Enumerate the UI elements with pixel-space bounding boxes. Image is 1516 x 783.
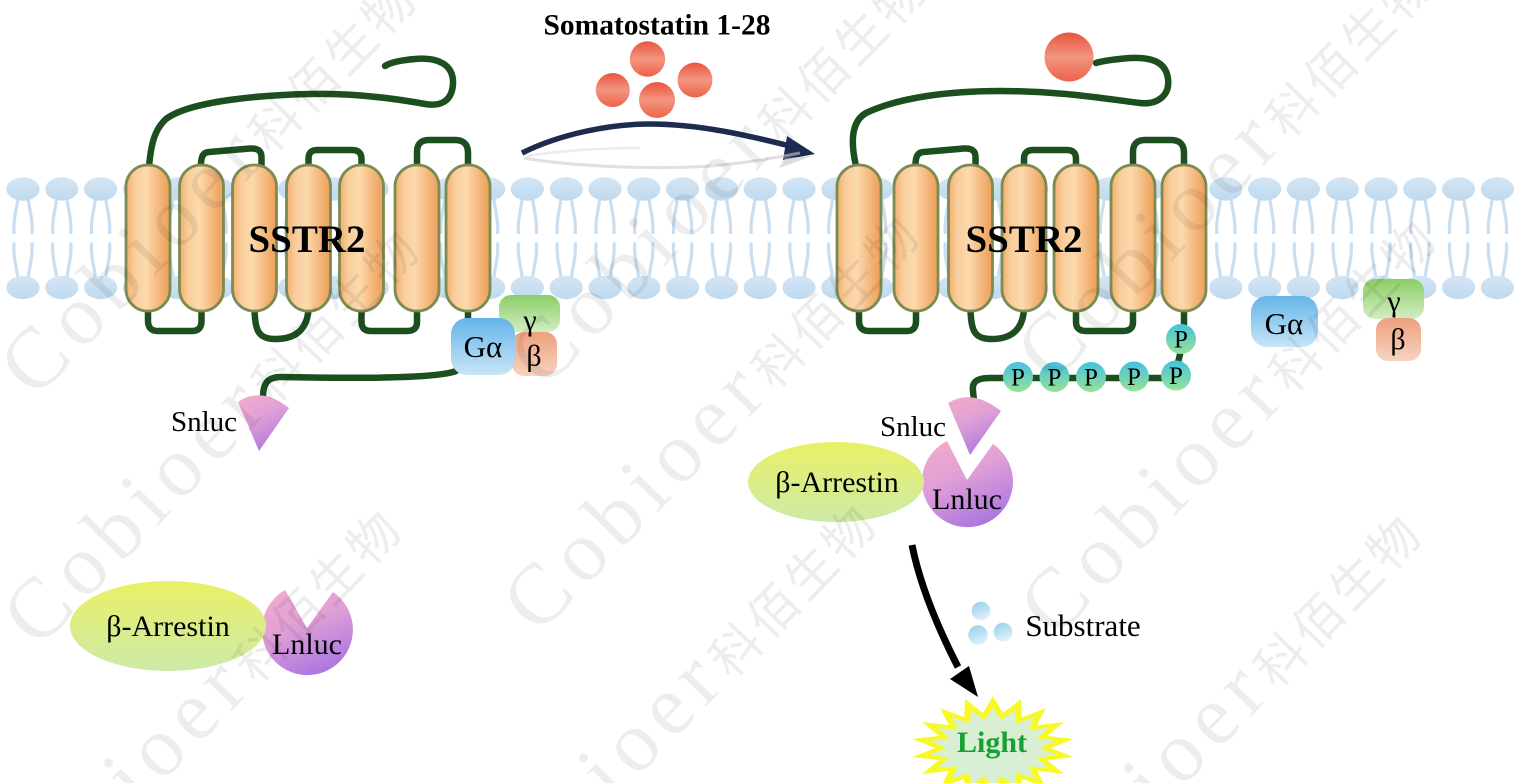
svg-text:P: P <box>1011 365 1025 392</box>
svg-text:P: P <box>1169 363 1183 390</box>
svg-text:β: β <box>526 340 541 373</box>
svg-text:Snluc: Snluc <box>880 411 946 443</box>
svg-text:Gα: Gα <box>1265 306 1304 341</box>
svg-text:Somatostatin 1-28: Somatostatin 1-28 <box>544 10 771 42</box>
svg-text:γ: γ <box>522 304 536 337</box>
svg-text:γ: γ <box>1386 285 1400 318</box>
svg-text:SSTR2: SSTR2 <box>248 218 365 261</box>
svg-text:SSTR2: SSTR2 <box>965 218 1082 261</box>
svg-text:Light: Light <box>957 726 1027 759</box>
svg-text:P: P <box>1127 364 1141 391</box>
svg-text:Lnluc: Lnluc <box>272 628 342 661</box>
svg-text:β: β <box>1390 323 1405 356</box>
svg-text:β-Arrestin: β-Arrestin <box>775 466 899 499</box>
svg-text:Substrate: Substrate <box>1025 608 1140 643</box>
svg-text:Snluc: Snluc <box>171 406 237 438</box>
svg-text:Gα: Gα <box>464 329 503 364</box>
svg-text:Lnluc: Lnluc <box>932 483 1002 516</box>
svg-text:Cobioer科佰生物: Cobioer科佰生物 <box>483 183 938 650</box>
svg-text:β-Arrestin: β-Arrestin <box>106 610 230 643</box>
svg-text:P: P <box>1174 327 1188 354</box>
svg-text:P: P <box>1048 365 1062 392</box>
svg-text:P: P <box>1084 365 1098 392</box>
